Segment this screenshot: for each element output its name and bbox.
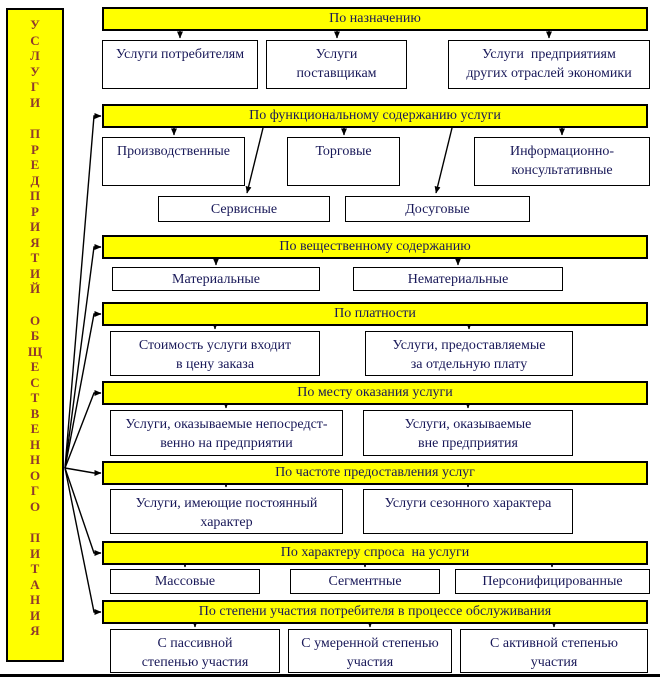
vertical-title-letter: Г <box>30 483 40 498</box>
box-uslugi-potrebitelyam: Услуги потребителям <box>102 40 258 89</box>
slant-arrow <box>434 127 453 194</box>
box-aktivnaya-stepen: С активной степенью участия <box>460 629 648 673</box>
box-nematerialnye: Нематериальные <box>353 267 563 291</box>
vertical-title-letter: Т <box>30 561 40 576</box>
vertical-title-letter: У <box>30 63 40 79</box>
vertical-title-letter: Н <box>29 452 41 467</box>
box-servisnye: Сервисные <box>158 196 330 222</box>
box-za-otdelnuyu-platu: Услуги, предоставляемые за отдельную пла… <box>365 331 573 376</box>
fan-arrow <box>64 467 102 615</box>
vertical-title-letter: Щ <box>27 343 43 359</box>
box-na-predpriyatii: Услуги, оказываемые непосредст- венно на… <box>110 410 343 456</box>
section-header-stepen-uchastiya: По степени участия потребителя в процесс… <box>102 600 648 624</box>
vertical-title-letter: С <box>30 374 40 390</box>
fan-arrow <box>64 467 102 476</box>
box-stoimost-v-cenu-zakaza: Стоимость услуги входит в цену заказа <box>110 331 320 376</box>
box-umerennaya-stepen: С умеренной степенью участия <box>288 629 452 673</box>
vertical-title-letter: Т <box>30 390 40 405</box>
vertical-title-letter: У <box>30 17 40 32</box>
vertical-title-letter: Е <box>30 359 40 374</box>
vertical-title-letter: Б <box>30 328 40 343</box>
fan-arrow <box>64 244 102 469</box>
fan-arrow <box>64 311 102 469</box>
fan-arrow <box>64 467 102 556</box>
box-dosugovye: Досуговые <box>345 196 530 222</box>
vertical-title-letter: И <box>29 607 41 623</box>
box-postoyannyj-harakter: Услуги, имеющие постоянный характер <box>110 489 343 534</box>
vertical-title-letter: О <box>29 498 41 514</box>
vertical-title-letter: Л <box>30 48 40 63</box>
vertical-title-letter: Я <box>30 623 40 638</box>
section-header-mesto-okazaniya: По месту оказания услуги <box>102 381 648 405</box>
vertical-title-letter: О <box>29 467 41 483</box>
box-personificirovannye: Персонифицированные <box>455 569 650 594</box>
box-informacionno-konsultativnye: Информационно- консультативные <box>474 137 650 186</box>
section-header-naznachenie: По назначению <box>102 7 648 31</box>
box-uslugi-predpriyatiyam: Услуги предприятиям других отраслей экон… <box>448 40 650 89</box>
bottom-border-line <box>0 674 660 677</box>
vertical-title-letter: И <box>29 219 41 234</box>
slant-arrow <box>245 127 264 194</box>
section-header-funkcionalnoe: По функциональному содержанию услуги <box>102 104 648 128</box>
box-proizvodstvennye: Производственные <box>102 137 245 186</box>
vertical-title-letter: П <box>29 126 41 141</box>
box-materialnye: Материальные <box>112 267 320 291</box>
vertical-title-letter: Р <box>31 141 39 157</box>
vertical-title-letter: В <box>30 405 40 421</box>
vertical-title-letter: Г <box>30 79 40 94</box>
vertical-title-letter: И <box>29 265 41 281</box>
vertical-title-letter: И <box>29 545 41 561</box>
vertical-title-letter: Н <box>29 436 41 452</box>
box-massovye: Массовые <box>110 569 260 594</box>
vertical-title-letter: И <box>29 94 41 110</box>
vertical-title-letter: П <box>29 530 41 545</box>
vertical-title-letter: Т <box>30 250 40 265</box>
section-header-chastota: По частоте предоставления услуг <box>102 461 648 485</box>
vertical-title-letter: О <box>29 312 41 328</box>
fan-arrow <box>64 113 102 469</box>
vertical-title-letter: Е <box>30 157 40 172</box>
vertical-title-letter: Е <box>30 421 40 436</box>
vertical-title-letter: С <box>30 32 40 48</box>
box-uslugi-postavshchikam: Услуги поставщикам <box>266 40 407 89</box>
fan-arrow <box>64 390 102 469</box>
vertical-title-letter: Н <box>29 592 41 607</box>
vertical-title-letter: Д <box>30 172 40 188</box>
box-segmentnye: Сегментные <box>290 569 440 594</box>
box-sezonnyj-harakter: Услуги сезонного характера <box>363 489 573 534</box>
box-torgovye: Торговые <box>287 137 400 186</box>
box-vne-predpriyatiya: Услуги, оказываемые вне предприятия <box>363 410 573 456</box>
vertical-title-letter: Р <box>31 203 39 219</box>
vertical-title-letter: Й <box>29 281 41 296</box>
section-header-veshchestvennoe: По вещественному содержанию <box>102 235 648 259</box>
section-header-platnost: По платности <box>102 302 648 326</box>
vertical-title-letter: А <box>30 576 40 592</box>
box-passivnaya-stepen: С пассивной степенью участия <box>110 629 280 673</box>
section-header-harakter-sprosa: По характеру спроса на услуги <box>102 541 648 565</box>
vertical-title-letter: Я <box>30 234 40 250</box>
vertical-title-letter: П <box>29 188 41 203</box>
